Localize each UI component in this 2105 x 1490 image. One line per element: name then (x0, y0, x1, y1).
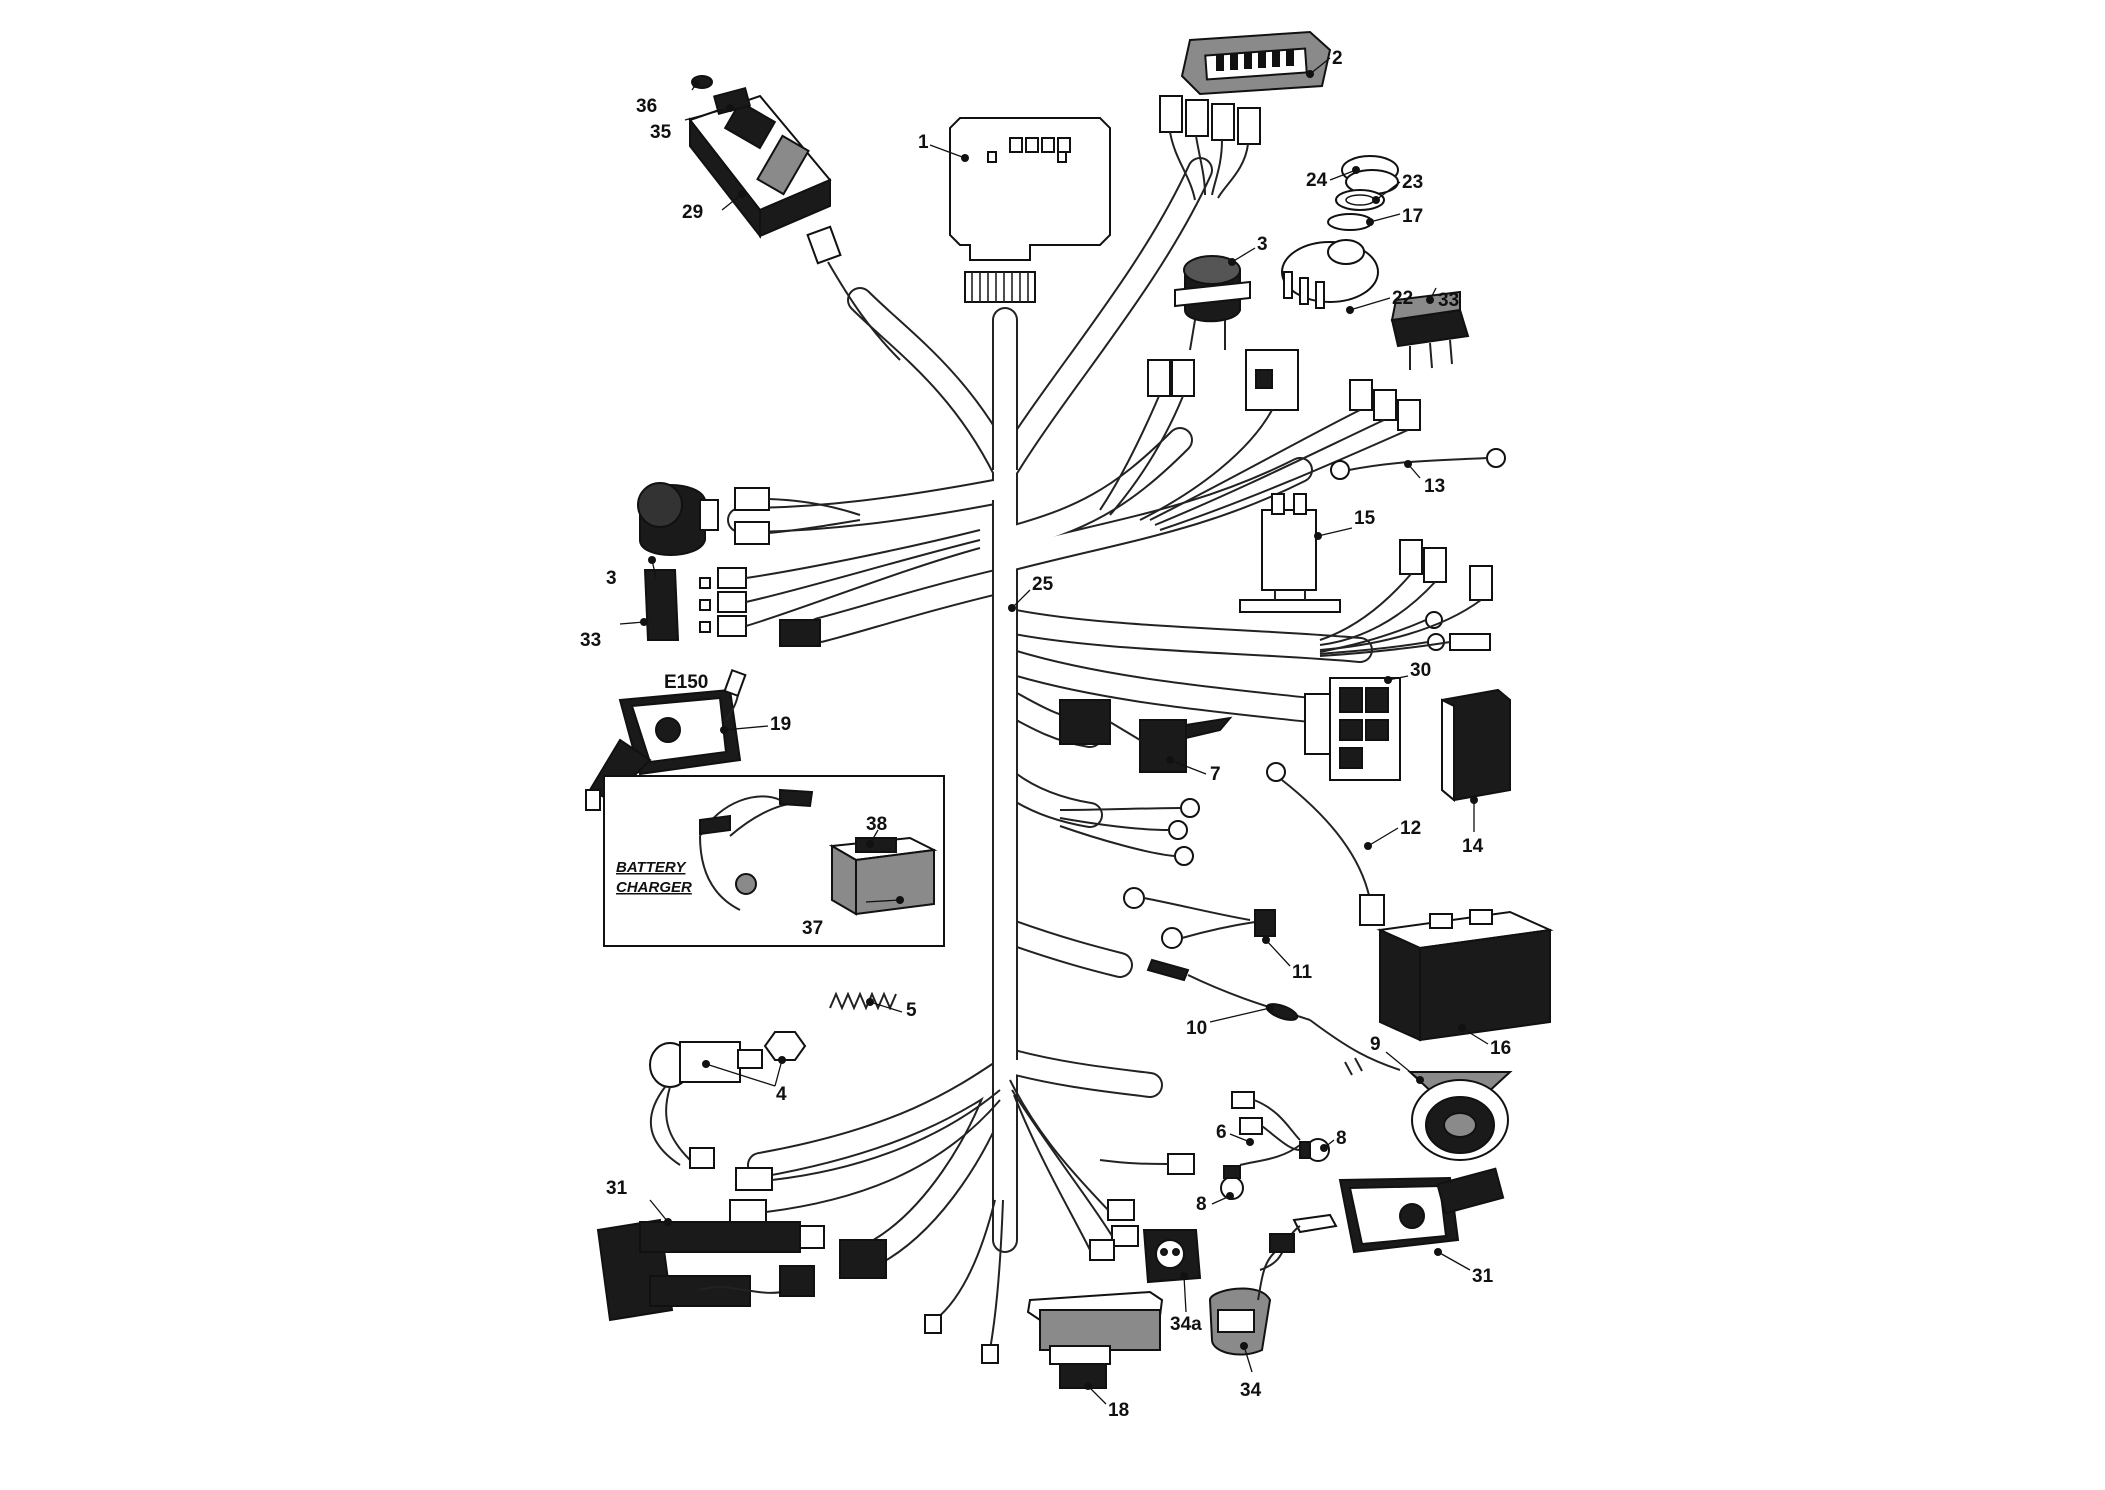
label-7: 7 (1210, 764, 1221, 785)
connector-cluster-bottom-right (1009, 1079, 1195, 1261)
part-labels: 1 2 3 3 4 5 6 7 8 8 9 10 11 12 13 14 15 … (580, 48, 1511, 1421)
connector-cluster-left (717, 487, 981, 647)
rocker-switch-33-left (643, 569, 711, 641)
label-22: 22 (1392, 288, 1413, 309)
label-36: 36 (636, 96, 657, 117)
ignition-switch-3-left (637, 482, 719, 556)
connector-30 (1304, 677, 1401, 781)
battery-16 (1376, 909, 1554, 1042)
actuator-31-left (596, 1218, 887, 1322)
label-18: 18 (1108, 1400, 1129, 1421)
key-ring-24 (1341, 155, 1399, 195)
label-24: 24 (1306, 170, 1328, 191)
label-33-right: 33 (1438, 290, 1459, 311)
label-16: 16 (1490, 1038, 1511, 1059)
label-23: 23 (1402, 172, 1423, 193)
label-15: 15 (1354, 508, 1376, 529)
connector-7 (1059, 699, 1233, 773)
label-10: 10 (1186, 1018, 1207, 1039)
ignition-switch-3-top (1174, 255, 1251, 351)
label-4: 4 (776, 1084, 787, 1105)
label-e150: E150 (664, 672, 708, 693)
label-8-left: 8 (1196, 1194, 1207, 1215)
fuse-block-2 (1159, 30, 1332, 201)
relay-15 (1239, 493, 1341, 613)
label-2: 2 (1332, 48, 1343, 69)
label-31-right: 31 (1472, 1266, 1494, 1287)
lamp-holder-6 (1231, 1091, 1301, 1166)
label-5: 5 (906, 1000, 917, 1021)
label-14: 14 (1462, 836, 1484, 857)
charger-clamps (699, 788, 814, 911)
battery-charger-inset: BATTERY CHARGER (603, 775, 945, 947)
label-34: 34 (1240, 1380, 1262, 1401)
cable-13 (1330, 448, 1506, 480)
charger-unit-37 (828, 836, 938, 916)
control-module-1 (949, 117, 1111, 261)
plug-34 (1208, 1233, 1295, 1356)
label-29: 29 (682, 202, 703, 223)
inset-title-line1: BATTERY (616, 859, 687, 876)
spring-5 (829, 991, 897, 1011)
ring-terminals (1059, 798, 1200, 866)
label-8-right: 8 (1336, 1128, 1347, 1149)
cable-from-29 (806, 225, 901, 361)
label-33-left: 33 (580, 630, 601, 651)
key-switch-22 (1281, 239, 1379, 309)
bulb-8-left (1220, 1165, 1244, 1200)
label-3-left: 3 (606, 568, 617, 589)
label-13: 13 (1424, 476, 1445, 497)
cutoff-switch-18 (1026, 1290, 1164, 1389)
sensor-4 (649, 1031, 1001, 1223)
label-30: 30 (1410, 660, 1431, 681)
washer-17 (1327, 213, 1373, 231)
cable-11 (1123, 887, 1276, 949)
label-11: 11 (1292, 962, 1313, 983)
label-17: 17 (1402, 206, 1423, 227)
wire-ends-bottom (924, 1199, 1004, 1364)
label-1: 1 (918, 132, 929, 153)
rocker-switch-33-right (1390, 290, 1470, 370)
main-harness-25 (727, 157, 1373, 1263)
connector-cluster-right (1319, 539, 1493, 657)
label-38: 38 (866, 814, 887, 835)
label-34a: 34a (1170, 1314, 1202, 1335)
socket-34a (1142, 1229, 1202, 1284)
label-19: 19 (770, 714, 791, 735)
label-31-left: 31 (606, 1178, 628, 1199)
label-37: 37 (802, 918, 823, 939)
cable-12 (1266, 762, 1385, 926)
module-29 (688, 94, 832, 239)
label-9: 9 (1370, 1034, 1381, 1055)
part-35 (712, 86, 752, 116)
label-35: 35 (650, 122, 672, 143)
label-3-top: 3 (1257, 234, 1268, 255)
washer-23 (1335, 189, 1385, 211)
label-12: 12 (1400, 818, 1421, 839)
label-6: 6 (1216, 1122, 1227, 1143)
module-14 (1441, 688, 1511, 803)
label-25: 25 (1032, 574, 1054, 595)
horn-9 (1407, 1071, 1513, 1161)
cable-10 (1146, 958, 1401, 1076)
trunk-top-connector (964, 271, 1036, 303)
inset-title-line2: CHARGER (616, 879, 692, 896)
leader-lines (619, 57, 1489, 1405)
connector-cluster-top-right (1099, 349, 1421, 531)
actuator-31-right (1259, 1167, 1505, 1271)
